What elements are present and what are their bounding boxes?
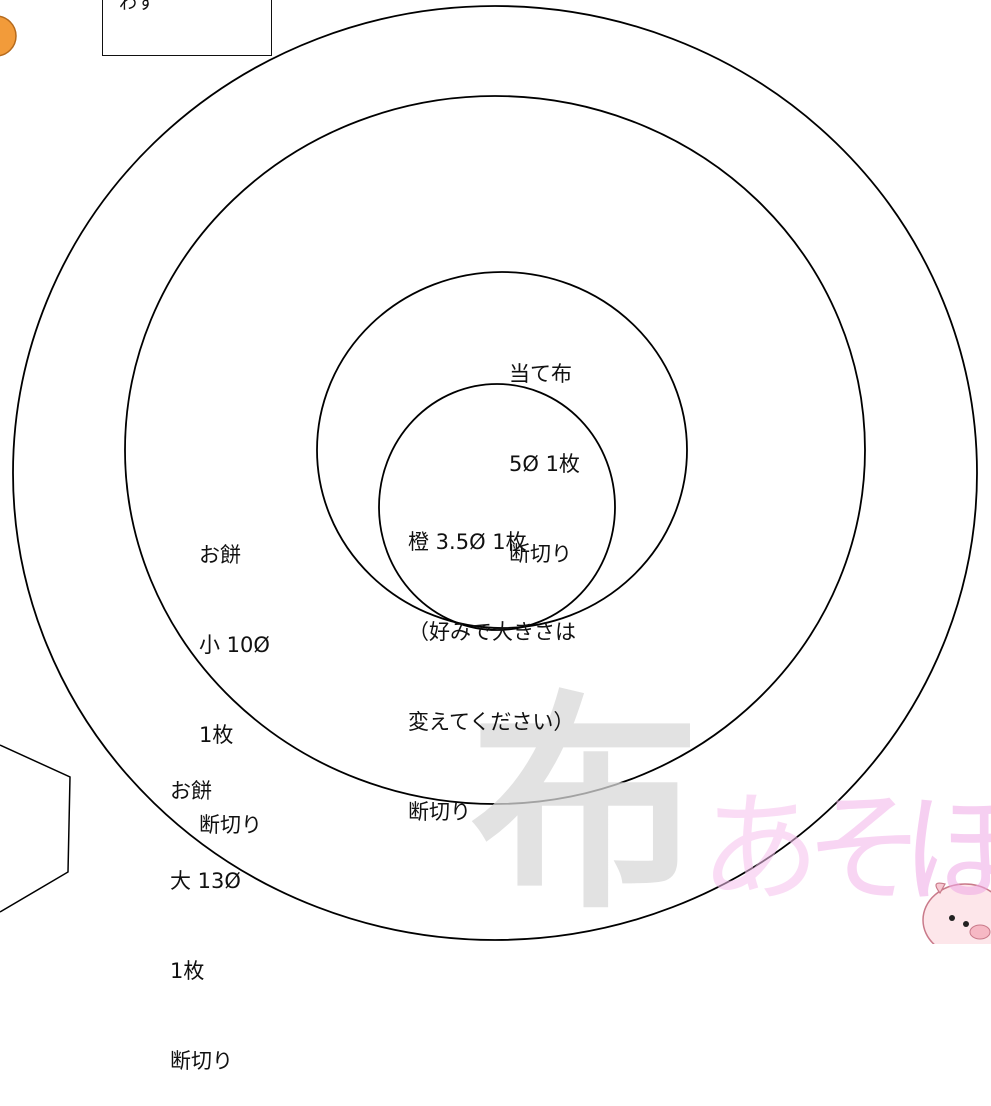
note-box: わす [102,0,272,56]
orange-marker-icon [0,15,17,57]
orange-label-line-3: 変えてください） [408,710,575,734]
middle-circle-small-mochi [124,95,866,805]
small-mochi-label-line-1: お餅 [199,543,241,567]
outer-circle-large-mochi [12,5,978,941]
watermark-kana-bo: ぼ [905,780,991,919]
orange-label-line-4: 断切り [408,800,471,824]
small-mochi-label-line-4: 断切り [199,813,262,837]
left-side-shape [0,744,71,913]
patch-label: 当て布 5Ø 1枚 断切り [509,299,580,599]
orange-label: 橙 3.5Ø 1枚 （好みで大きさは 変えてください） 断切り [408,467,576,857]
large-mochi-label-line-1: お餅 [170,779,212,803]
patch-label-line-1: 当て布 [509,362,572,386]
small-mochi-label-line-2: 小 10Ø [199,633,270,657]
patch-label-line-3: 断切り [509,542,572,566]
inner-circle-orange [378,383,616,631]
note-box-text: わす [119,0,155,14]
watermark-kanji: 布 [470,670,701,940]
large-mochi-label-line-2: 大 13Ø [170,869,241,893]
orange-label-line-1: 橙 3.5Ø 1枚 [408,530,527,554]
large-mochi-label-line-4: 断切り [170,1049,233,1073]
large-mochi-label-line-3: 1枚 [170,959,205,983]
orange-label-line-2: （好みで大きさは [408,620,576,644]
patch-label-line-2: 5Ø 1枚 [509,452,580,476]
pig-mascot-icon [922,882,991,944]
small-mochi-label: お餅 小 10Ø 1枚 断切り [199,480,270,870]
watermark-kana-a: あ [700,780,820,919]
patch-circle [316,271,688,629]
small-mochi-label-line-3: 1枚 [199,723,234,747]
large-mochi-label: お餅 大 13Ø 1枚 断切り [170,716,241,1106]
pattern-diagram [0,5,991,944]
watermark-kana-so: そ [805,780,925,919]
